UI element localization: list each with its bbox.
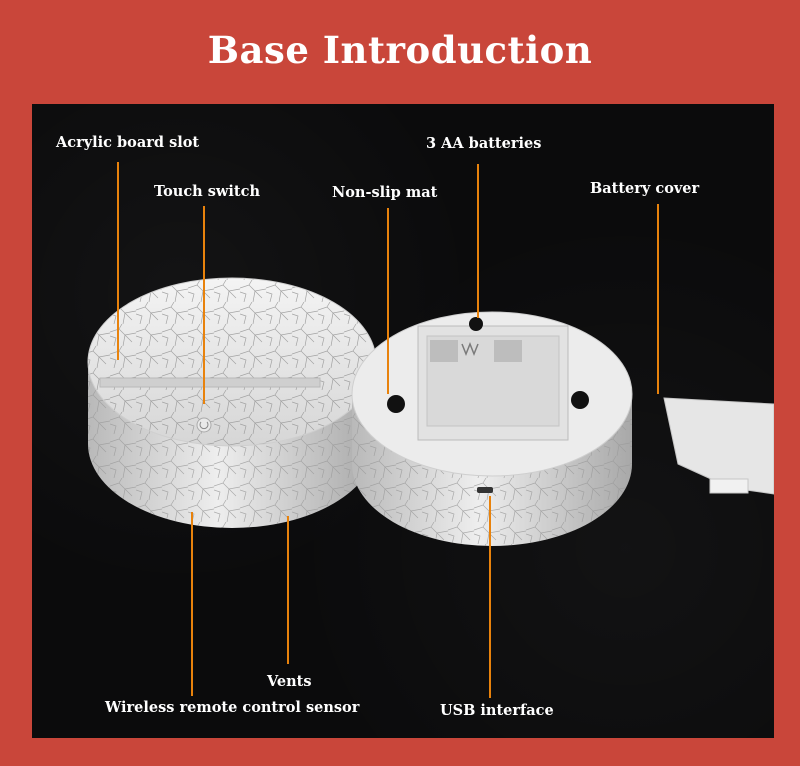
label-acrylic-board-slot: Acrylic board slot [56, 134, 200, 151]
non-slip-mat-dot-right [571, 391, 589, 409]
touch-button-shape [196, 417, 212, 433]
acrylic-slot-shape [99, 377, 321, 388]
non-slip-mat-dot-left [387, 395, 405, 413]
usb-port-shape [477, 487, 493, 493]
left-base-body [87, 277, 377, 528]
battery-cover-shape [663, 397, 774, 495]
label-vents: Vents [267, 673, 312, 690]
label-non-slip-mat: Non-slip mat [332, 184, 438, 201]
middle-base-body [351, 311, 633, 546]
product-photo-panel: Acrylic board slot Touch switch Non-slip… [32, 104, 774, 738]
page-title: Base Introduction [207, 28, 593, 72]
label-wireless-remote-control-sensor: Wireless remote control sensor [105, 699, 360, 716]
label-touch-switch: Touch switch [154, 183, 260, 200]
callout-lines [117, 162, 659, 698]
battery-compartment-shape [417, 325, 569, 441]
label-battery-cover: Battery cover [590, 180, 700, 197]
label-usb-interface: USB interface [440, 702, 554, 719]
label-3-aa-batteries: 3 AA batteries [426, 135, 542, 152]
non-slip-mat-dot-top [469, 317, 483, 331]
product-illustration [87, 162, 774, 698]
